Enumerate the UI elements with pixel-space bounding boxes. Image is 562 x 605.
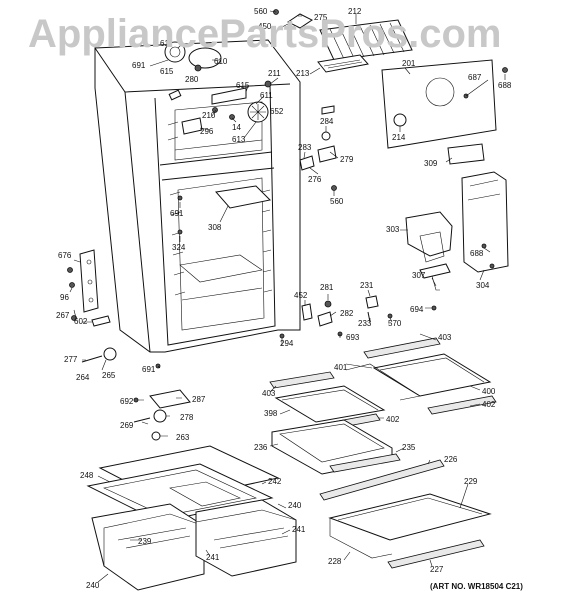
part-label: 402 — [386, 415, 400, 424]
top-parts — [273, 9, 508, 165]
part-label: 309 — [424, 159, 438, 168]
part-label: 307 — [412, 271, 426, 280]
part-label: 402 — [482, 400, 496, 409]
part-label: 283 — [298, 143, 312, 152]
part-label: 403 — [262, 389, 276, 398]
part-label: 308 — [208, 223, 222, 232]
part-label: 231 — [360, 281, 374, 290]
part-label: 692 — [120, 397, 134, 406]
part-label: 691 — [170, 209, 184, 218]
part-label: 277 — [64, 355, 78, 364]
part-label: 242 — [268, 477, 282, 486]
watermark: AppliancePartsPros.com — [28, 12, 502, 56]
part-label: 691 — [132, 61, 146, 70]
part-label: 401 — [334, 363, 348, 372]
part-label: 615 — [160, 67, 174, 76]
part-label: 96 — [60, 293, 69, 302]
part-label: 303 — [386, 225, 400, 234]
part-label: 324 — [172, 243, 186, 252]
part-label: 400 — [482, 387, 496, 396]
cabinet-liner — [94, 39, 301, 353]
part-label: 693 — [346, 333, 360, 342]
part-label: 287 — [192, 395, 206, 404]
part-label: 263 — [176, 433, 190, 442]
part-label: 284 — [320, 117, 334, 126]
part-label: 241 — [292, 525, 306, 534]
part-label: 613 — [232, 135, 246, 144]
part-label: 279 — [340, 155, 354, 164]
part-label: 570 — [388, 319, 402, 328]
part-label: 226 — [444, 455, 458, 464]
part-label: 296 — [200, 127, 214, 136]
crisper-assembly — [86, 445, 297, 591]
middle-parts — [67, 105, 509, 369]
part-label: 278 — [180, 413, 194, 422]
part-label: 450 — [258, 22, 272, 31]
leader-lines — [69, 10, 506, 583]
part-label: 14 — [232, 123, 241, 132]
part-label: 213 — [296, 69, 310, 78]
part-label: 602 — [74, 317, 88, 326]
part-number-labels: 560 450 275 212 691 61 615 610 280 201 6… — [56, 7, 512, 590]
part-label: 560 — [330, 197, 344, 206]
part-label: 264 — [76, 373, 90, 382]
part-label: 228 — [328, 557, 342, 566]
bottom-shelf — [319, 459, 492, 569]
part-label: 275 — [314, 13, 328, 22]
part-label: 676 — [58, 251, 72, 260]
part-label: 688 — [498, 81, 512, 90]
part-label: 214 — [392, 133, 406, 142]
part-label: 201 — [402, 59, 416, 68]
part-label: 688 — [470, 249, 484, 258]
part-label: 233 — [358, 319, 372, 328]
freezer-components — [164, 41, 272, 135]
part-label: 687 — [468, 73, 482, 82]
part-label: 212 — [348, 7, 362, 16]
part-label: 694 — [410, 305, 424, 314]
part-label: 691 — [142, 365, 156, 374]
part-label: 240 — [86, 581, 100, 590]
part-label: 265 — [102, 371, 116, 380]
part-label: 241 — [206, 553, 220, 562]
part-label: 239 — [138, 537, 152, 546]
part-label: 398 — [264, 409, 278, 418]
part-label: 248 — [80, 471, 94, 480]
part-label: 269 — [120, 421, 134, 430]
art-number: (ART NO. WR18504 C21) — [430, 582, 523, 591]
part-label: 281 — [320, 283, 334, 292]
part-label: 610 — [214, 57, 228, 66]
part-label: 615 — [236, 81, 250, 90]
part-label: 61 — [160, 39, 169, 48]
part-label: 294 — [280, 339, 294, 348]
part-label: 611 — [260, 91, 273, 100]
part-label: 304 — [476, 281, 490, 290]
part-label: 235 — [402, 443, 416, 452]
part-label: 211 — [268, 69, 281, 78]
part-label: 229 — [464, 477, 478, 486]
part-label: 280 — [185, 75, 199, 84]
part-label: 652 — [270, 107, 284, 116]
part-label: 452 — [294, 291, 308, 300]
part-label: 267 — [56, 311, 70, 320]
part-label: 236 — [254, 443, 268, 452]
part-label: 276 — [308, 175, 322, 184]
part-label: 560 — [254, 7, 268, 16]
part-label: 240 — [288, 501, 302, 510]
part-label: 227 — [430, 565, 444, 574]
part-label: 403 — [438, 333, 452, 342]
drawer-supports — [133, 389, 191, 441]
shelves — [269, 337, 497, 475]
part-label: 210 — [202, 111, 216, 120]
part-label: 282 — [340, 309, 354, 318]
